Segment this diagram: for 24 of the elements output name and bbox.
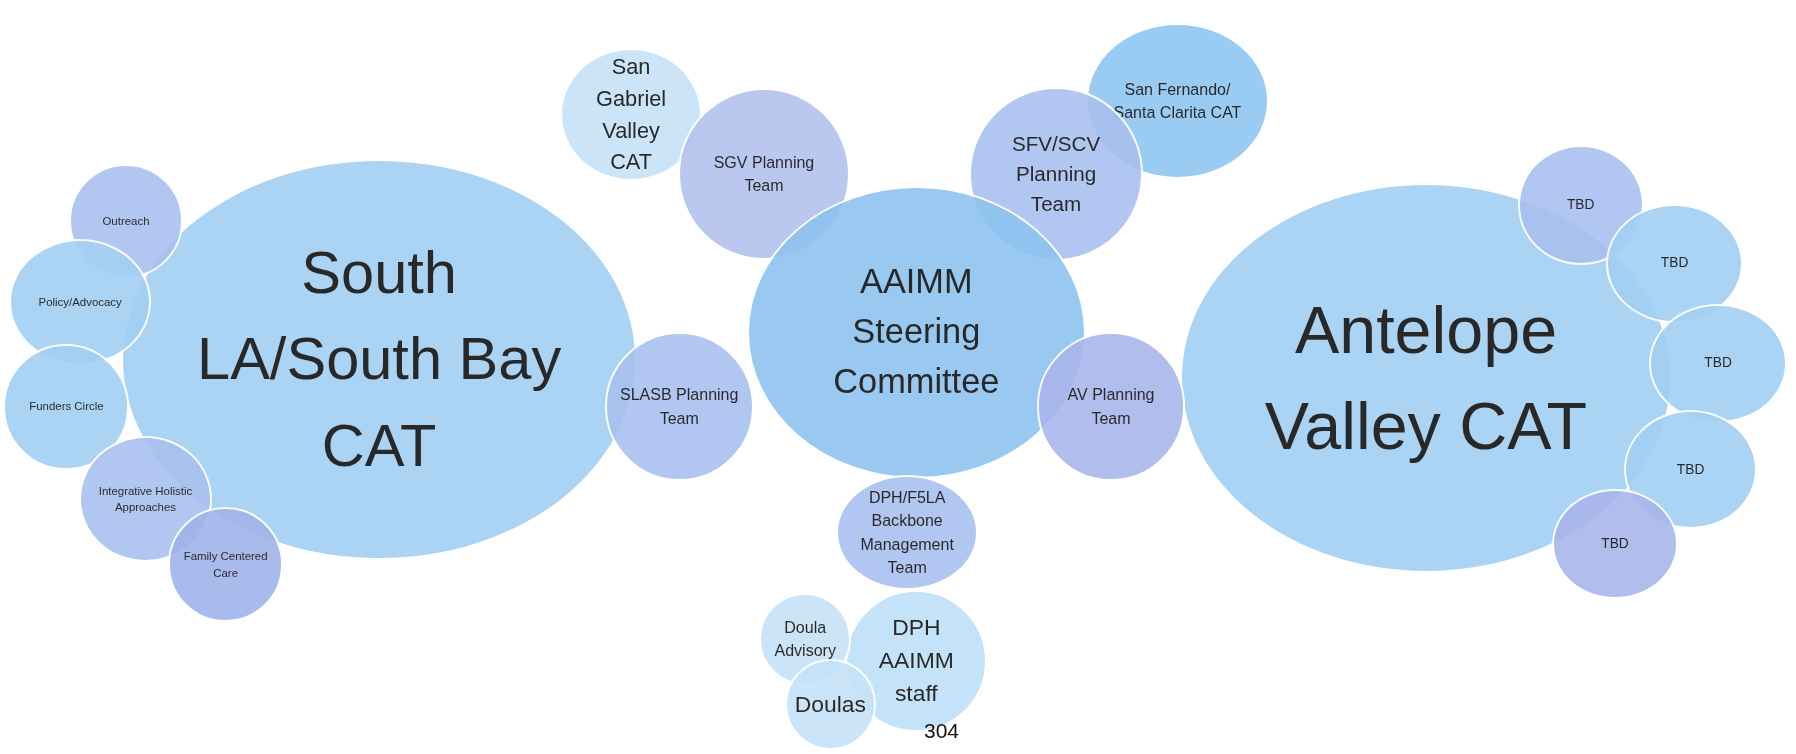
bubble-label: Policy/Advocacy [37,295,123,311]
bubble-label: San Gabriel Valley CAT [595,53,668,177]
bubble-label: TBD [1565,196,1596,215]
bubble-label: SGV Planning Team [712,151,816,197]
bubble-label: AAIMM Steering Committee [832,261,1001,403]
bubble-label: Antelope Valley CAT [1263,291,1589,465]
bubble-label: DPH/F5LA Backbone Management Team [859,487,955,578]
bubble-label: South LA/South Bay CAT [196,238,563,481]
page-number: 304 [924,718,960,743]
bubble-label: San Fernando/ Santa Clarita CAT [1112,78,1243,123]
bubble-label: SFV/SCV Planning Team [1010,131,1102,218]
bubble-label: Family Centered Care [182,549,269,581]
bubble-label: Doula Advisory [773,616,837,662]
bubble-label: Integrative Holistic Approaches [97,483,194,516]
bubble-label: TBD [1659,254,1690,273]
bubble-label: Funders Circle [28,399,105,415]
bubble-label: DPH AAIMM staff [877,613,955,709]
bubble-label: TBD [1600,535,1630,554]
bubble-label: Outreach [101,213,151,229]
bubble-label: TBD [1703,354,1733,373]
bubble-label: Doulas [793,689,868,719]
bubble-label: TBD [1675,460,1706,479]
bubble-label: AV Planning Team [1066,384,1156,429]
bubble-label: SLASB Planning Team [619,384,740,429]
